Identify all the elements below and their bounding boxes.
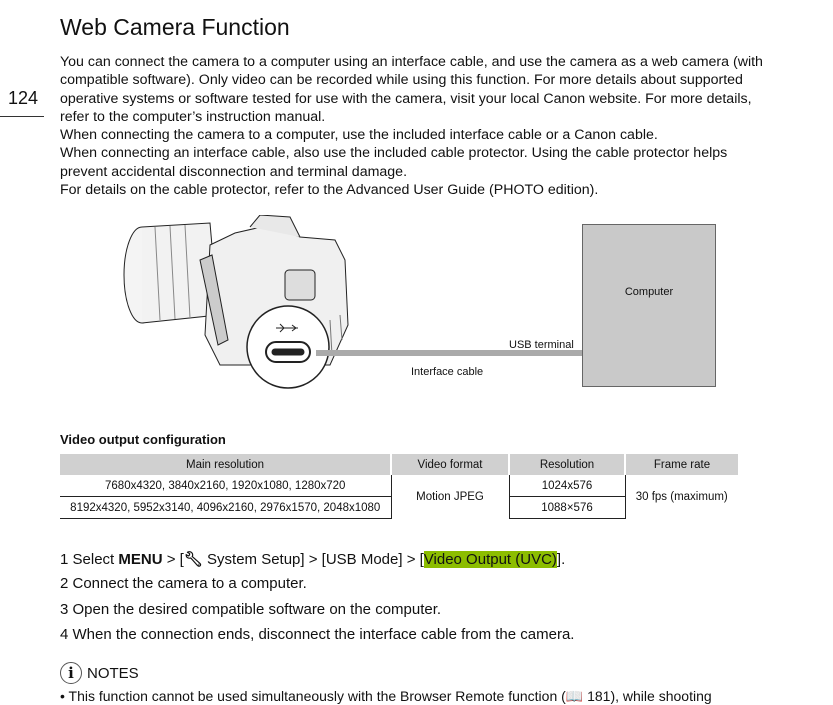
computer-label: Computer bbox=[624, 286, 674, 298]
highlighted-option: Video Output (UVC) bbox=[423, 551, 557, 568]
menu-button-label: MENU bbox=[118, 551, 163, 568]
step-1: 1 Select MENU > [🔧︎ System Setup] > [USB… bbox=[60, 550, 574, 575]
column-header: Main resolution bbox=[60, 454, 391, 475]
page-title: Web Camera Function bbox=[60, 14, 290, 40]
step-text: 1 Select bbox=[60, 551, 119, 568]
intro-paragraph: You can connect the camera to a computer… bbox=[60, 54, 763, 125]
notes-label: NOTES bbox=[87, 664, 139, 682]
column-header: Frame rate bbox=[624, 454, 738, 475]
video-output-table: Main resolution Video format Resolution … bbox=[60, 454, 738, 519]
steps-list: 1 Select MENU > [🔧︎ System Setup] > [USB… bbox=[60, 550, 574, 651]
column-header: Resolution bbox=[508, 454, 625, 475]
intro-paragraph: When connecting the camera to a computer… bbox=[60, 127, 658, 144]
notes-heading: i NOTES bbox=[60, 662, 139, 684]
computer-box: Computer bbox=[582, 224, 716, 387]
frame-rate-cell: 30 fps (maximum) bbox=[624, 475, 738, 519]
table-row: 7680x4320, 3840x2160, 1920x1080, 1280x72… bbox=[60, 475, 738, 519]
column-header: Video format bbox=[390, 454, 509, 475]
step-2: 2 Connect the camera to a computer. bbox=[60, 575, 307, 593]
table-row: 8192x4320, 5952x3140, 4096x2160, 2976x15… bbox=[60, 496, 738, 519]
info-icon: i bbox=[60, 662, 82, 684]
video-format-cell: Motion JPEG bbox=[390, 475, 509, 519]
table-title: Video output configuration bbox=[60, 432, 226, 447]
intro-paragraph: For details on the cable protector, refe… bbox=[60, 182, 599, 199]
intro-paragraph: When connecting an interface cable, also… bbox=[60, 145, 728, 180]
usb-icon bbox=[276, 323, 298, 333]
step-text: ]. bbox=[556, 551, 566, 568]
main-resolution-cell: 7680x4320, 3840x2160, 1920x1080, 1280x72… bbox=[105, 479, 346, 492]
step-text: > [ bbox=[162, 551, 184, 568]
main-resolution-cell: 8192x4320, 5952x3140, 4096x2160, 2976x15… bbox=[60, 496, 391, 519]
resolution-cell: 1088×576 bbox=[508, 496, 625, 519]
interface-cable bbox=[316, 350, 582, 356]
step-4: 4 When the connection ends, disconnect t… bbox=[60, 625, 575, 643]
step-3: 3 Open the desired compatible software o… bbox=[60, 600, 442, 618]
step-text: System Setup] > [USB Mode] > [ bbox=[202, 551, 424, 568]
resolution-cell: 1024x576 bbox=[508, 475, 625, 497]
page-number-rule bbox=[0, 116, 44, 117]
camera-connection-illustration bbox=[123, 215, 582, 389]
interface-cable-label: Interface cable bbox=[411, 366, 484, 378]
note-item: • This function cannot be used simultane… bbox=[60, 688, 712, 704]
wrench-icon: 🔧︎ bbox=[183, 551, 203, 568]
intro-text: You can connect the camera to a computer… bbox=[60, 53, 770, 199]
page-number: 124 bbox=[8, 88, 39, 108]
usb-terminal-label: USB terminal bbox=[509, 339, 574, 351]
